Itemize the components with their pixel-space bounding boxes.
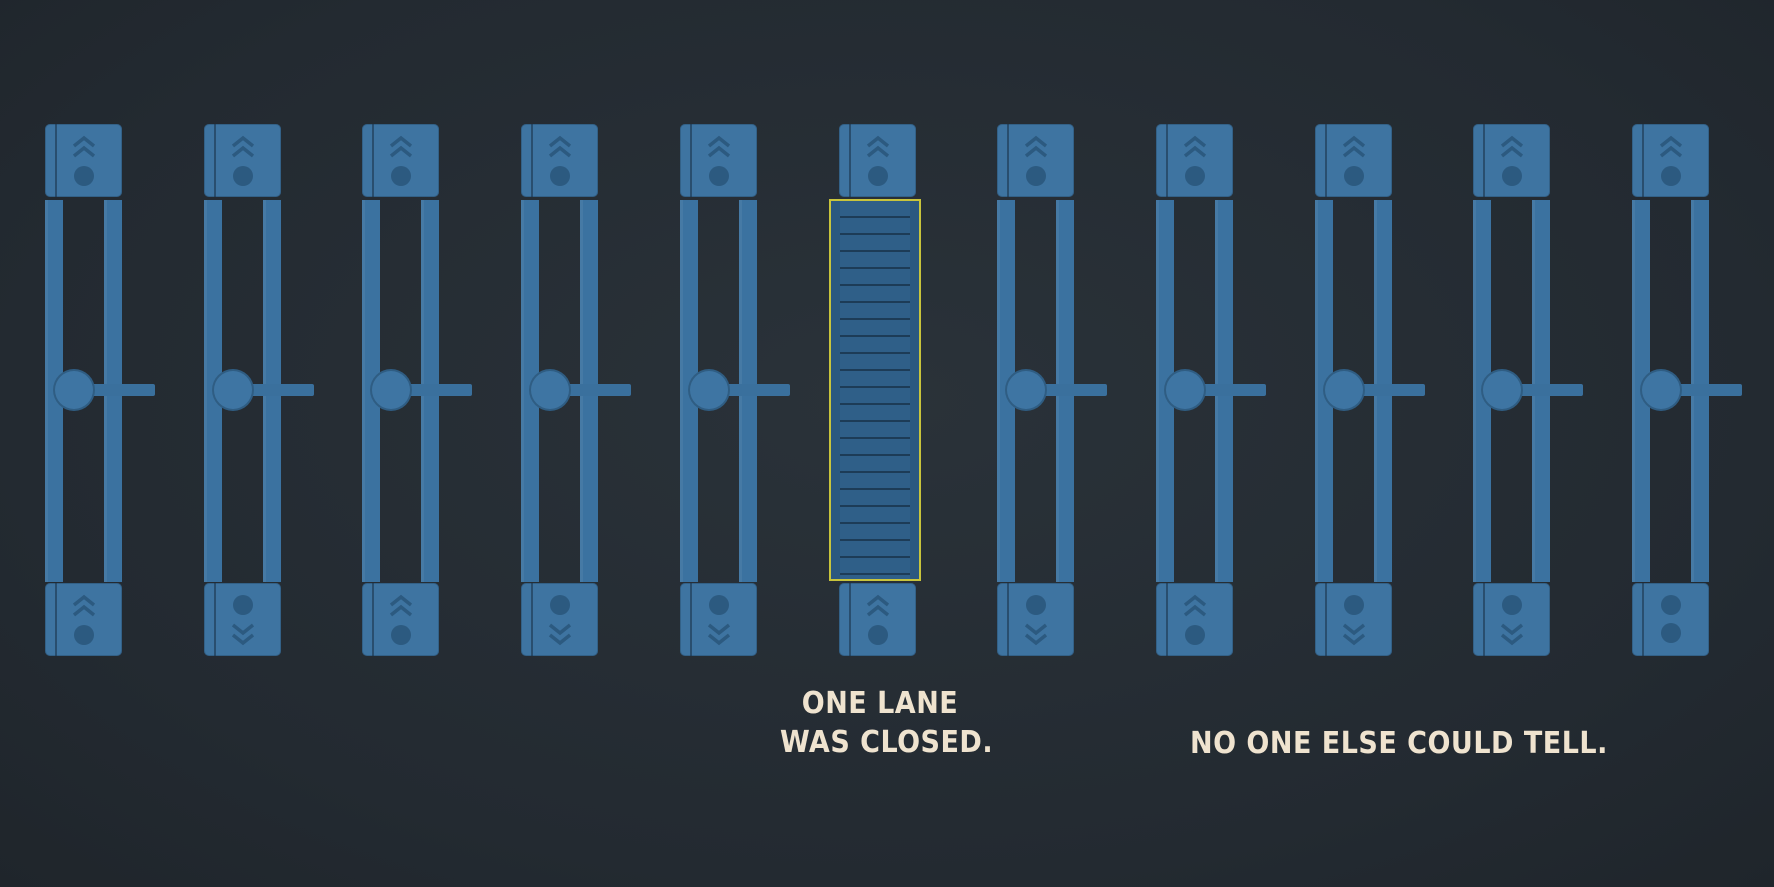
gate-rail-left [997,200,1015,582]
open-lane-gate [1631,124,1742,656]
gate-rail-left [1473,200,1491,582]
gate-rail-left [45,200,63,582]
gate-rail-left [521,200,539,582]
chevrons-up-dot-icon [1156,583,1233,656]
turnstile-arm [1678,384,1742,396]
chevrons-up-dot-icon [997,124,1074,197]
turnstile-arm [1043,384,1107,396]
turnstile-hub [1642,371,1680,409]
turnstile-arm [726,384,790,396]
turnstile-arm [1202,384,1266,396]
open-lane-gate [361,124,472,656]
turnstile-hub [372,371,410,409]
chevrons-up-dot-icon [1156,124,1233,197]
chevrons-up-dot-icon [680,124,757,197]
chevrons-up-dot-icon [45,124,122,197]
turnstile-hub [1166,371,1204,409]
turnstile-hub [1007,371,1045,409]
chevrons-up-dot-icon [839,124,916,197]
dot-chevrons-down-icon [204,583,281,656]
open-lane-gate [44,124,155,656]
open-lane-gate [1314,124,1425,656]
open-lane-gate [996,124,1107,656]
turnstile-arm [567,384,631,396]
open-lane-gate [679,124,790,656]
turnstile-arm [1361,384,1425,396]
gate-rail-left [1315,200,1333,582]
dot-chevrons-down-icon [1315,583,1392,656]
open-lane-gate [1155,124,1266,656]
open-lane-gate [1472,124,1583,656]
chevrons-up-dot-icon [362,583,439,656]
turnstile-arm [91,384,155,396]
gate-rail-left [680,200,698,582]
turnstile-hub [1325,371,1363,409]
turnstile-arm [408,384,472,396]
turnstile-hub [55,371,93,409]
caption-line-2: WAS CLOSED. [780,725,994,760]
caption-line-1: ONE LANE [801,686,959,721]
gate-rail-left [204,200,222,582]
turnstile-hub [1483,371,1521,409]
closed-lane-gate [829,124,921,656]
chevrons-up-dot-icon [204,124,281,197]
chevrons-up-dot-icon [839,583,916,656]
open-lane-gate [203,124,314,656]
chevrons-up-dot-icon [1632,124,1709,197]
closed-barrier-panel [829,199,921,581]
open-lane-gate [520,124,631,656]
closed-lane-caption: ONE LANE WAS CLOSED. [780,684,994,762]
chevrons-up-dot-icon [1315,124,1392,197]
chevrons-up-dot-icon [45,583,122,656]
dot-chevrons-down-icon [521,583,598,656]
gate-rail-left [1632,200,1650,582]
turnstile-arm [1519,384,1583,396]
dot-chevrons-down-icon [1473,583,1550,656]
chevrons-up-dot-icon [1473,124,1550,197]
tagline-caption: NO ONE ELSE COULD TELL. [1190,724,1608,763]
turnstile-hub [690,371,728,409]
turnstile-hub [531,371,569,409]
tagline-text: NO ONE ELSE COULD TELL. [1190,726,1608,761]
chevrons-up-dot-icon [521,124,598,197]
turnstile-arm [250,384,314,396]
chevrons-up-dot-icon [362,124,439,197]
dot-chevrons-down-icon [997,583,1074,656]
turnstile-hub [214,371,252,409]
dot-chevrons-down-icon [680,583,757,656]
gate-rail-left [1156,200,1174,582]
gate-rail-left [362,200,380,582]
dot-dot-icon [1632,583,1709,656]
